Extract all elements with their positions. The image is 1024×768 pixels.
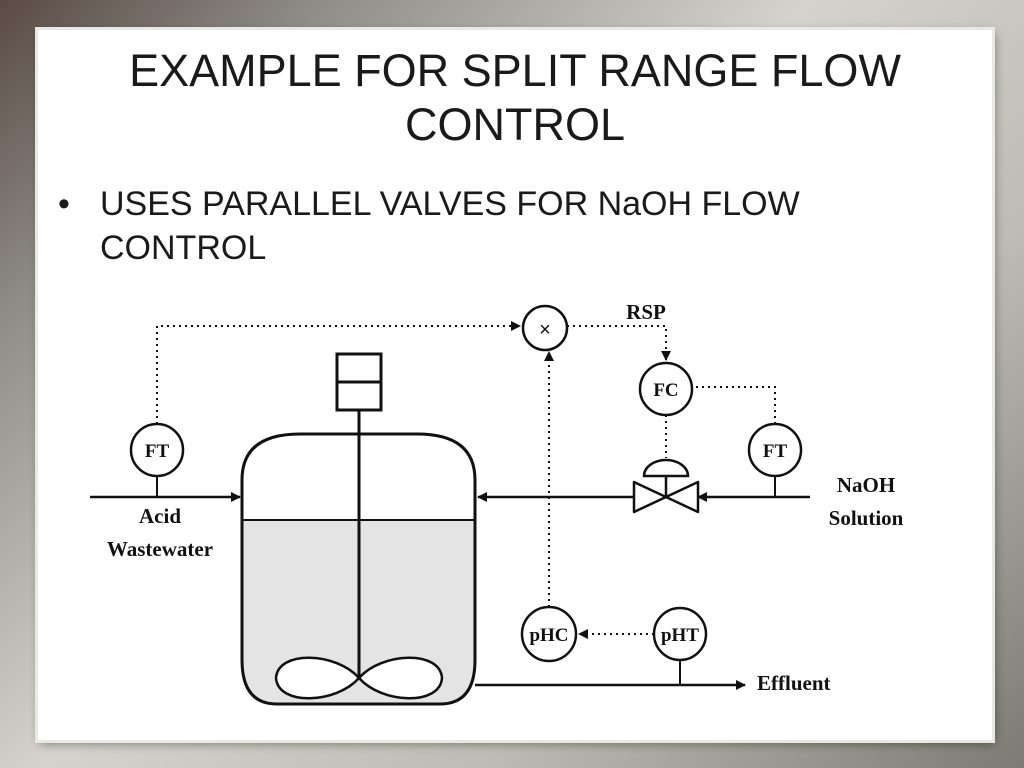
acid-inlet: FT Acid Wastewater bbox=[90, 422, 241, 561]
agitator bbox=[274, 352, 444, 700]
acid-label-line1: Acid bbox=[139, 504, 181, 528]
tank-outline bbox=[240, 432, 477, 706]
naoh-label-line1: NaOH bbox=[837, 473, 895, 497]
naoh-feed: FT NaOH Solution bbox=[477, 422, 904, 530]
fc-tag: FC bbox=[653, 380, 678, 401]
acid-label-line2: Wastewater bbox=[107, 537, 213, 561]
flow-controller: FC bbox=[638, 361, 776, 458]
multiplier-symbol: × bbox=[539, 319, 551, 341]
bullet-text: USES PARALLEL VALVES FOR NaOH FLOW CONTR… bbox=[100, 185, 800, 267]
pht-tag: pHT bbox=[661, 625, 699, 646]
ft-acid-to-multiplier-signal bbox=[156, 321, 521, 424]
ft-naoh-to-fc-signal bbox=[692, 386, 776, 424]
ratio-multiplier: × RSP bbox=[156, 300, 671, 424]
rsp-label: RSP bbox=[626, 300, 666, 324]
phc-tag: pHC bbox=[529, 625, 568, 646]
slide: EXAMPLE FOR SPLIT RANGE FLOW CONTROL • U… bbox=[38, 30, 992, 740]
agitator-impeller bbox=[274, 656, 444, 700]
multiplier-to-fc-signal bbox=[567, 325, 671, 361]
bullet-marker: • bbox=[58, 185, 70, 223]
effluent-label: Effluent bbox=[757, 671, 831, 695]
ft-naoh-tag: FT bbox=[763, 441, 788, 462]
control-valve-actuator bbox=[642, 458, 690, 478]
multiplier-bubble bbox=[521, 304, 569, 352]
naoh-label-line2: Solution bbox=[829, 506, 904, 530]
bullet-list: • USES PARALLEL VALVES FOR NaOH FLOW CON… bbox=[58, 182, 958, 270]
bullet-item: • USES PARALLEL VALVES FOR NaOH FLOW CON… bbox=[58, 182, 958, 270]
ph-control: Effluent pHT pHC bbox=[475, 351, 831, 695]
slide-title: EXAMPLE FOR SPLIT RANGE FLOW CONTROL bbox=[129, 45, 901, 150]
ft-acid-tag: FT bbox=[145, 441, 170, 462]
